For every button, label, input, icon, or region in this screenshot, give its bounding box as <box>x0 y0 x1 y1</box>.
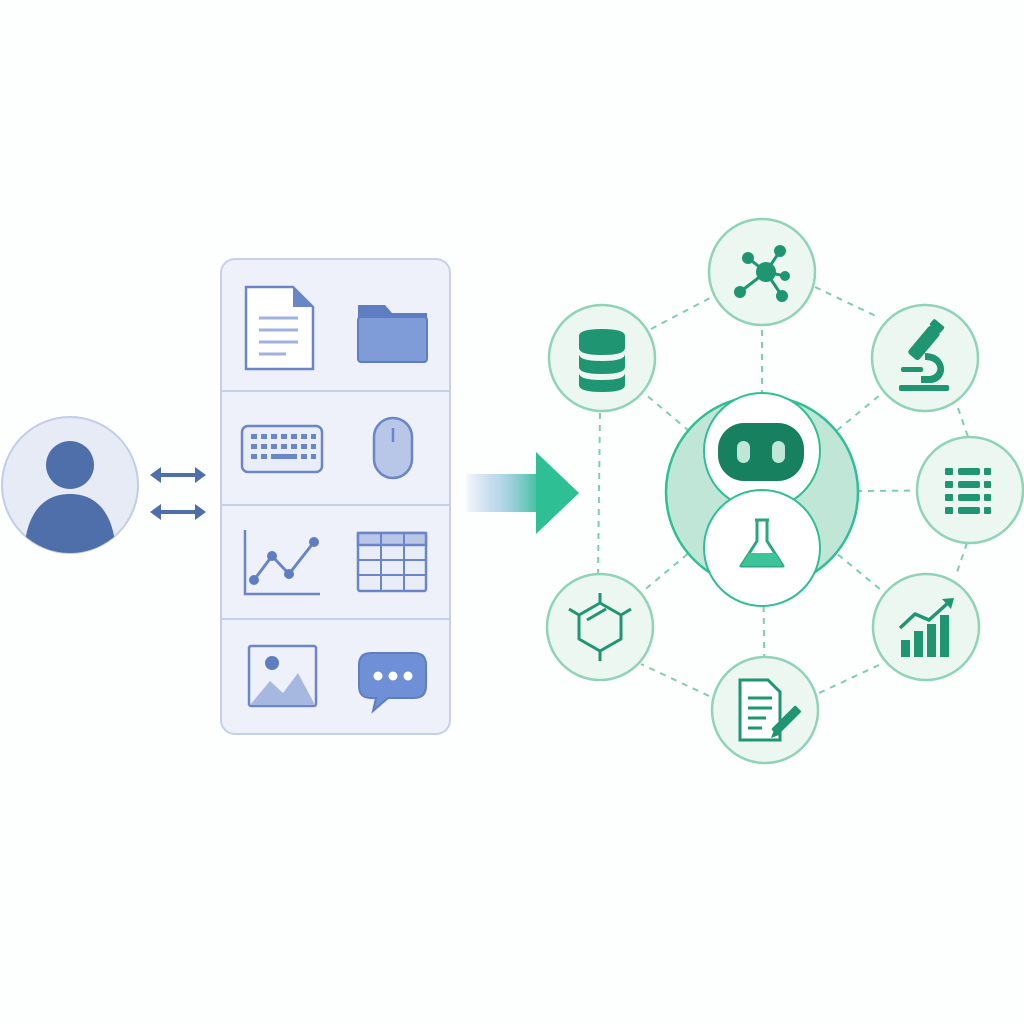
folder-icon[interactable] <box>357 305 428 363</box>
robot-face-icon <box>718 423 804 481</box>
list-icon[interactable] <box>945 468 991 514</box>
image-icon[interactable] <box>247 644 318 708</box>
document-edit-icon[interactable] <box>738 678 802 742</box>
bar-chart-trend-icon[interactable] <box>898 598 954 657</box>
line-chart-icon[interactable] <box>243 530 320 596</box>
tool-panel <box>220 258 451 735</box>
flask-icon <box>739 518 785 568</box>
database-icon[interactable] <box>579 329 625 392</box>
keyboard-icon[interactable] <box>240 424 324 474</box>
molecule-icon[interactable] <box>568 593 632 661</box>
network-graph-icon[interactable] <box>734 245 790 302</box>
user-avatar-icon <box>1 416 139 554</box>
chat-bubble-icon[interactable] <box>358 652 427 714</box>
mouse-icon[interactable] <box>372 416 414 480</box>
bidirectional-arrows-icon <box>150 467 206 520</box>
right-arrow-icon <box>466 452 579 534</box>
microscope-icon[interactable] <box>899 318 949 391</box>
document-icon[interactable] <box>244 285 315 371</box>
spreadsheet-icon[interactable] <box>356 531 428 593</box>
agent-core <box>664 392 860 607</box>
